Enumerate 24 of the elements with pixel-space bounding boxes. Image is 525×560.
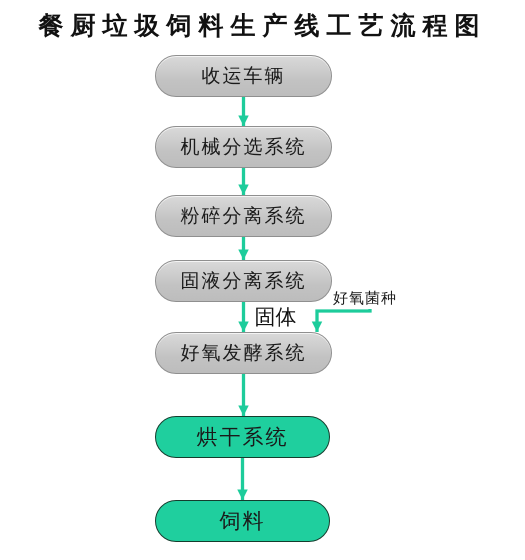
node-label: 饲料: [220, 508, 266, 534]
node-label: 机械分选系统: [180, 136, 306, 158]
flow-arrow: [237, 458, 248, 500]
input-label: 好氧菌种: [333, 288, 397, 308]
edge-label: 固体: [254, 305, 298, 329]
node-label: 收运车辆: [202, 64, 286, 88]
flow-arrow: [238, 168, 249, 195]
flow-arrow: [238, 374, 249, 416]
flow-arrow: [238, 237, 249, 260]
process-pill: [155, 55, 332, 97]
node-label: 粉碎分离系统: [180, 204, 306, 228]
output-pill: [155, 416, 330, 458]
flow-arrow: [238, 97, 249, 126]
process-pill: [155, 126, 332, 168]
process-pill: [155, 195, 332, 237]
diagram-title: 餐厨垃圾饲料生产线工艺流程图: [37, 10, 488, 42]
node-label: 好氧发酵系统: [180, 342, 306, 364]
process-pill: [155, 332, 332, 374]
process-pill: [155, 260, 332, 302]
output-pill: [155, 500, 330, 542]
flow-arrow: [238, 302, 249, 332]
node-label: 固液分离系统: [180, 270, 306, 292]
flow-arrow: [312, 309, 372, 332]
node-label: 烘干系统: [196, 424, 288, 450]
